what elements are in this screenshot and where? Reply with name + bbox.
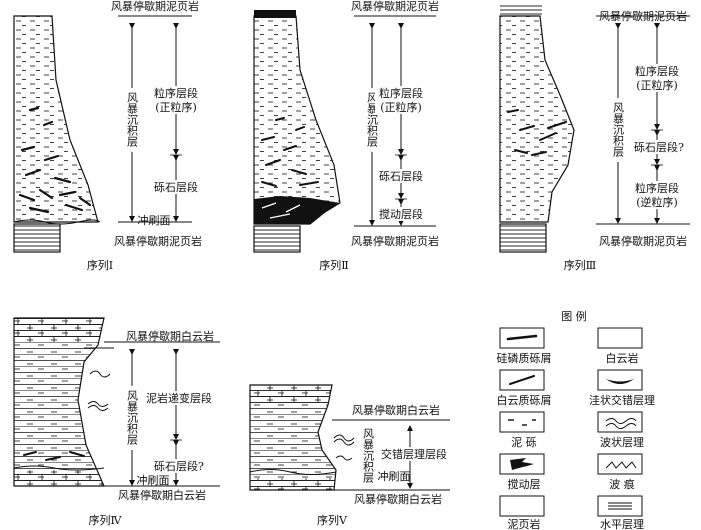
sequence-1-gravel-label: 砾石层段 [154,180,198,194]
sequence-2-column [253,10,341,253]
sequence-1-graded-label: 粒序层段 [154,86,198,100]
sequence-4-gravel-label: 砾石层段? [154,459,204,473]
legend-title: 图 例 [561,309,587,323]
sequence-2: 风暴停歇期泥页岩 风暴停歇期泥页岩 风暴沉积层 粒序层段 (正粒序) 砾石层段 … [253,0,439,272]
sequence-1-caption: 序列Ⅰ [87,258,113,272]
sequence-2-disturbed-label: 搅动层段 [379,207,423,221]
sequence-5-caption: 序列Ⅴ [317,513,348,527]
sequence-1: 风暴停歇期泥页岩 风暴停歇期泥页岩 风暴沉积层 粒序层段 (正粒序) 砾石层段 … [13,0,202,272]
sequence-1-scour-label: 冲刷面 [138,213,171,227]
legend-item-2: 白云质砾屑 [497,393,552,407]
sequence-2-gravel-label: 砾石层段 [379,169,423,183]
legend-item-8: 泥页岩 [508,517,541,530]
sequence-2-top-label: 风暴停歇期泥页岩 [351,0,439,13]
sequence-5-unit-label: 风暴沉积层 [362,428,375,484]
legend-item-6: 搅动层 [508,477,541,491]
sequence-3-bottom-label: 风暴停歇期泥页岩 [599,234,687,248]
sequence-1-unit-label: 风暴沉积层 [126,92,139,148]
mud-gravel-icon [499,411,545,433]
sequence-5-top-label: 风暴停歇期白云岩 [352,403,440,417]
trough-cross-bedding-icon [597,369,643,391]
sequence-3-unit-label: 风暴沉积层 [612,102,625,158]
legend-item-5: 波状层理 [600,435,644,449]
sequence-3-top-label: 风暴停歇期泥页岩 [599,9,687,23]
sequence-4-bottom-label: 风暴停歇期白云岩 [118,488,206,502]
sequence-3-gravel-label: 砾石层段? [634,140,684,154]
legend-item-0: 硅磷质砾屑 [497,352,552,365]
legend-item-7: 波 痕 [609,477,635,491]
sequence-4-scour-label: 冲刷面 [137,473,170,487]
sequence-3-graded-upper-label: 粒序层段 [635,64,679,78]
legend-item-9: 水平层理 [600,518,644,530]
sequence-2-graded-sub: (正粒序) [380,100,422,114]
sequence-5-bottom-label: 风暴停歇期白云岩 [354,492,442,506]
sequence-4: 风暴停歇期白云岩 风暴停歇期白云岩 风暴沉积层 泥岩递变层段 砾石层段? 冲刷面… [13,317,220,527]
sequence-3-caption: 序列Ⅲ [564,258,597,272]
sequence-4-caption: 序列Ⅳ [89,513,123,527]
legend-item-3: 洼状交错层理 [589,393,655,407]
shale-icon [499,495,545,517]
sequence-3-graded-upper-sub: (正粒序) [636,78,678,92]
sequence-4-unit-label: 风暴沉积层 [126,390,139,446]
sequence-4-top-label: 风暴停歇期白云岩 [126,329,214,343]
sequence-1-bottom-label: 风暴停歇期泥页岩 [114,234,202,248]
sequence-4-column [13,317,114,487]
sequence-3-graded-lower-sub: (逆粒序) [636,195,678,209]
sequence-3-column [499,4,575,253]
legend: 图 例 硅磷质砾屑 白云岩 白云质砾屑 洼状交错层理 泥 砾 波状层理 搅动层 … [497,309,656,530]
sequence-3-graded-lower-label: 粒序层段 [635,181,679,195]
wavy-bedding-icon [597,411,643,433]
sequence-5-scour-label: 冲刷面 [378,469,411,483]
sequence-2-caption: 序列Ⅱ [319,258,348,272]
sequence-5: 风暴停歇期白云岩 风暴停歇期白云岩 风暴沉积层 交错层理层段 冲刷面 序列Ⅴ [249,384,450,527]
sequence-4-mudstone-label: 泥岩递变层段 [146,391,212,405]
sequence-1-graded-sub: (正粒序) [155,100,197,114]
sequence-1-top-label: 风暴停歇期泥页岩 [111,0,199,13]
sequence-5-crossbed-label: 交错层理层段 [381,447,447,461]
sequence-1-column [13,15,101,253]
legend-item-1: 白云岩 [606,351,639,365]
sequence-2-bottom-label: 风暴停歇期泥页岩 [351,234,439,248]
sequence-2-graded-label: 粒序层段 [379,86,423,100]
sequence-5-column [249,384,355,491]
sequence-3: 风暴停歇期泥页岩 风暴停歇期泥页岩 风暴沉积层 粒序层段 (正粒序) 砾石层段?… [499,4,690,272]
dolomite-icon [597,327,643,349]
legend-item-4: 泥 砾 [511,436,537,449]
